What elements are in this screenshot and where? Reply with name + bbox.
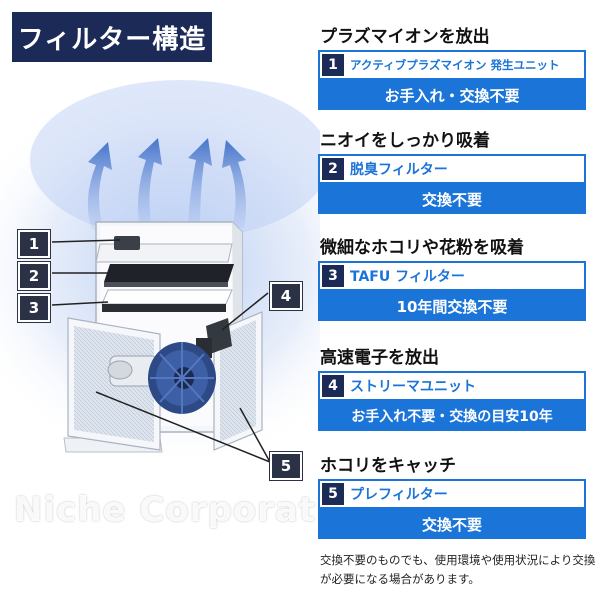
leader-line-1 bbox=[51, 239, 121, 243]
feature-name: TAFU フィルター bbox=[350, 269, 465, 285]
feature-section-2: ニオイをしっかり吸着 2 脱臭フィルター 交換不要 bbox=[318, 126, 586, 214]
footnote: 交換不要のものでも、使用環境や使用状況により交換が必要になる場合があります。 bbox=[320, 553, 596, 586]
airflow-glow-top bbox=[30, 80, 320, 240]
watermark-text: Niche Corporation bbox=[14, 490, 379, 530]
feature-section-4: 高速電子を放出 4 ストリーマユニット お手入れ不要・交換の目安10年 bbox=[318, 343, 586, 431]
purifier-illustration bbox=[0, 70, 320, 470]
feature-headline: 高速電子を放出 bbox=[320, 348, 439, 368]
feature-status: お手入れ・交換不要 bbox=[318, 80, 586, 110]
feature-name: プレフィルター bbox=[350, 487, 448, 503]
page-title: フィルター構造 bbox=[12, 12, 212, 62]
feature-name: アクティブプラズマイオン 発生ユニット bbox=[350, 58, 560, 72]
fan-blower bbox=[107, 342, 216, 414]
ion-unit bbox=[95, 236, 233, 263]
feature-headline: プラズマイオンを放出 bbox=[320, 27, 490, 47]
feature-name-row: 1 アクティブプラズマイオン 発生ユニット bbox=[318, 50, 586, 80]
feature-status: 交換不要 bbox=[318, 184, 586, 214]
leader-line-5b bbox=[239, 407, 271, 463]
feature-status: 10年間交換不要 bbox=[318, 291, 586, 321]
feature-headline: 微細なホコリや花粉を吸着 bbox=[320, 238, 524, 258]
part-tag-2: 2 bbox=[18, 262, 50, 290]
feature-section-1: プラズマイオンを放出 1 アクティブプラズマイオン 発生ユニット お手入れ・交換… bbox=[318, 22, 586, 110]
feature-headline: ホコリをキャッチ bbox=[320, 456, 456, 476]
tafu-filter bbox=[101, 289, 233, 312]
deodorizing-filter bbox=[104, 264, 234, 287]
leader-line-3 bbox=[51, 301, 109, 306]
part-tag-3: 3 bbox=[18, 294, 50, 322]
feature-name: 脱臭フィルター bbox=[350, 162, 448, 178]
feature-number: 5 bbox=[322, 483, 344, 505]
leader-line-5a bbox=[95, 391, 271, 463]
feature-name-row: 2 脱臭フィルター bbox=[318, 154, 586, 184]
feature-status: お手入れ不要・交換の目安10年 bbox=[318, 401, 586, 431]
feature-status: 交換不要 bbox=[318, 509, 586, 539]
feature-section-5: ホコリをキャッチ 5 プレフィルター 交換不要 bbox=[318, 451, 586, 539]
part-tag-4: 4 bbox=[270, 282, 302, 310]
feature-number: 3 bbox=[322, 265, 344, 287]
feature-number: 1 bbox=[322, 54, 344, 76]
feature-number: 2 bbox=[322, 158, 344, 180]
airflow-arrows bbox=[87, 138, 246, 230]
feature-name: ストリーマユニット bbox=[350, 379, 476, 395]
part-tag-5: 5 bbox=[270, 452, 302, 480]
leader-line-4 bbox=[221, 292, 269, 331]
part-tag-1: 1 bbox=[18, 230, 50, 258]
feature-name-row: 4 ストリーマユニット bbox=[318, 371, 586, 401]
feature-number: 4 bbox=[322, 375, 344, 397]
feature-headline: ニオイをしっかり吸着 bbox=[320, 131, 490, 151]
feature-name-row: 5 プレフィルター bbox=[318, 479, 586, 509]
leader-lines bbox=[51, 239, 271, 463]
feature-name-row: 3 TAFU フィルター bbox=[318, 261, 586, 291]
feature-section-3: 微細なホコリや花粉を吸着 3 TAFU フィルター 10年間交換不要 bbox=[318, 233, 586, 321]
